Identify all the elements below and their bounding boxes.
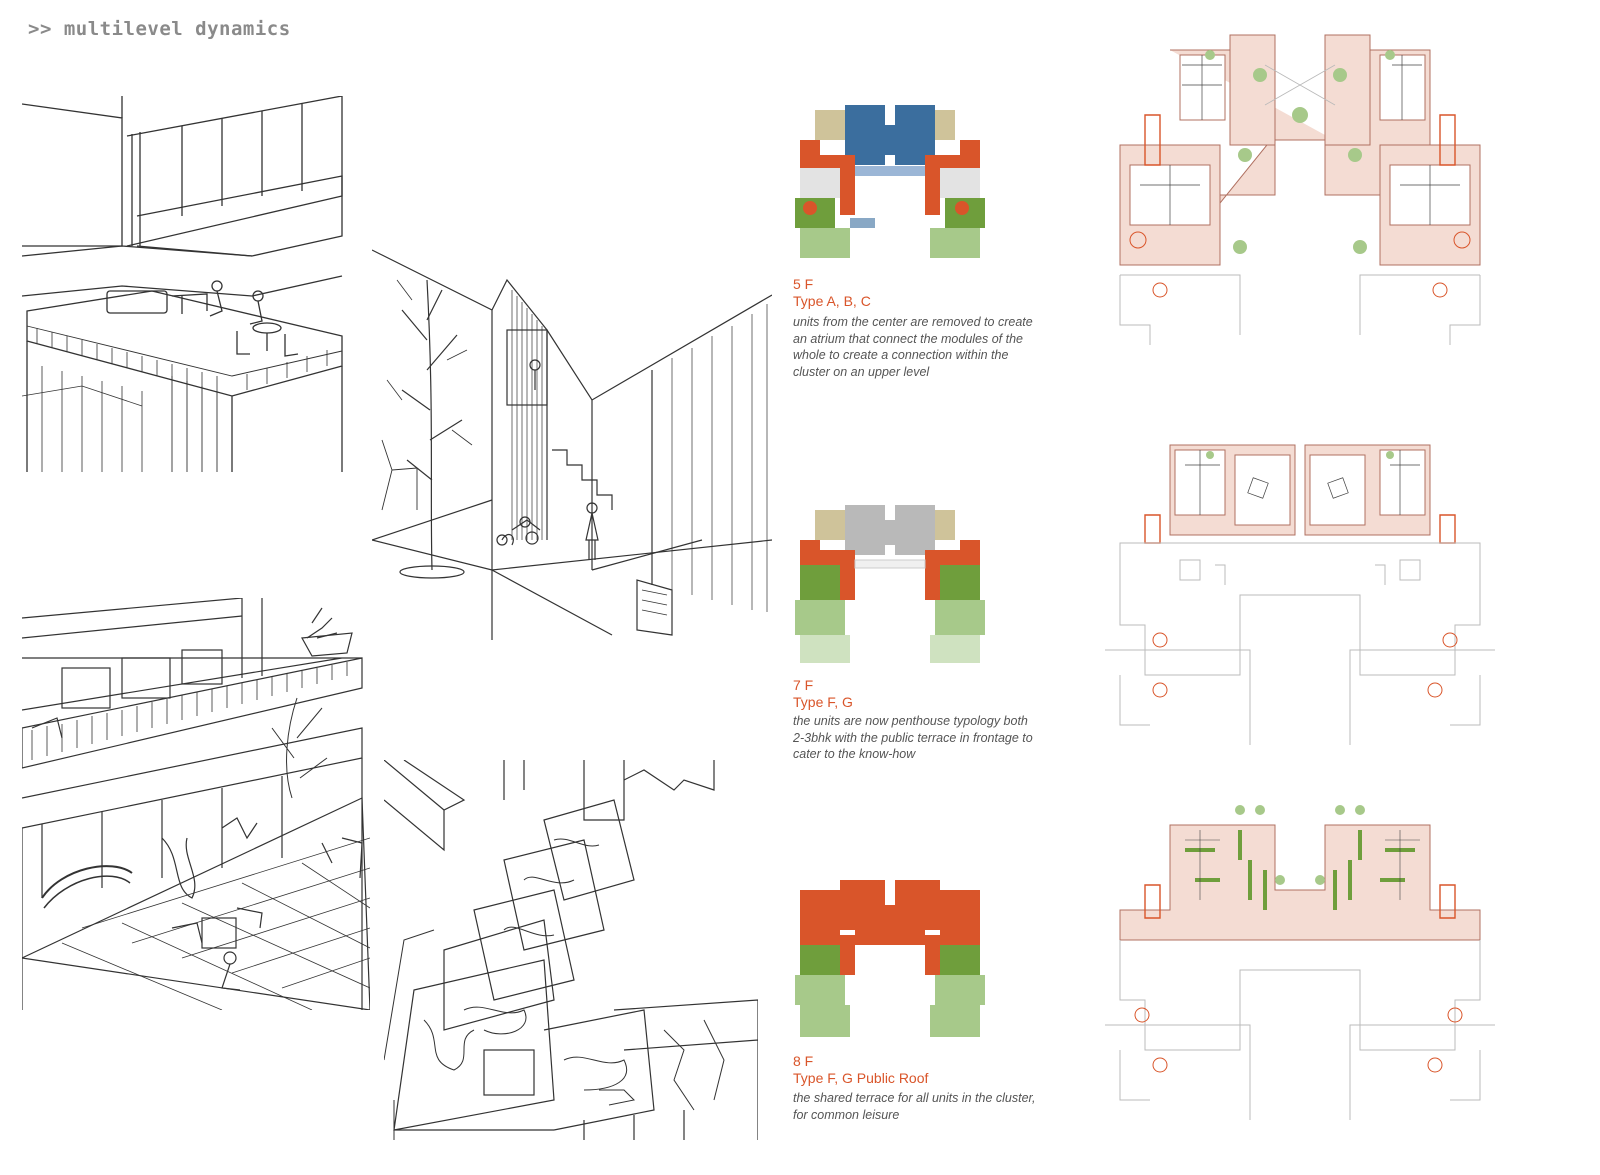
floor-description-5f: units from the center are removed to cre… [793, 315, 1033, 379]
floor-types-7f: Type F, G [793, 694, 853, 710]
floor-level-8f: 8 F [793, 1053, 814, 1069]
page-heading: >> multilevel dynamics [28, 18, 291, 40]
sketch-stepped-roof-aerial [384, 760, 758, 1140]
floor-plan-8f [1100, 800, 1500, 1120]
massing-diagram-5f [790, 100, 990, 270]
floor-description-8f: the shared terrace for all units in the … [793, 1091, 1036, 1122]
floor-types-5f: Type A, B, C [793, 293, 871, 309]
floor-plan-5f [1100, 25, 1500, 345]
floor-description-7f: the units are now penthouse typology bot… [793, 714, 1033, 761]
massing-diagram-8f [790, 875, 990, 1045]
floor-plan-7f [1100, 425, 1500, 745]
floor-level-5f: 5 F [793, 276, 814, 292]
sketch-courtyard-terraces [22, 598, 370, 1010]
floor-types-8f: Type F, G Public Roof [793, 1070, 929, 1086]
massing-diagram-7f [790, 500, 990, 670]
sketch-balcony-seating [22, 96, 346, 472]
floor-level-7f: 7 F [793, 677, 814, 693]
sketch-atrium-interior [372, 240, 772, 640]
